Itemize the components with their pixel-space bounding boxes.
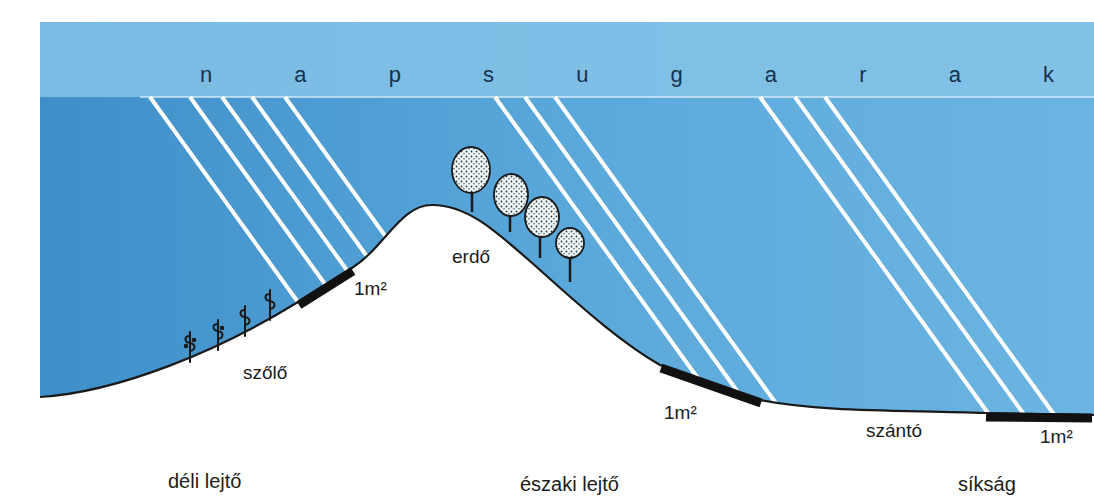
top-band	[40, 22, 1094, 97]
forest-trees	[452, 147, 584, 282]
land	[40, 205, 1094, 500]
terrain-line	[40, 205, 1094, 415]
slope-label: déli lejtő	[168, 470, 241, 493]
band-letters: n a p s u g a r a k	[200, 62, 1054, 87]
land-use-label: szántó	[866, 420, 922, 442]
land-use-label: erdő	[452, 246, 490, 268]
band-line	[140, 96, 1094, 98]
vine-symbols	[185, 290, 275, 362]
area-label: 1m²	[1040, 426, 1073, 448]
area-patches	[299, 271, 1092, 418]
area-label: 1m²	[354, 278, 387, 300]
land-use-label: szőlő	[243, 362, 287, 384]
area-label: 1m²	[664, 402, 697, 424]
slope-label: északi lejtő	[520, 473, 619, 496]
slope-label: síkság	[958, 473, 1016, 496]
